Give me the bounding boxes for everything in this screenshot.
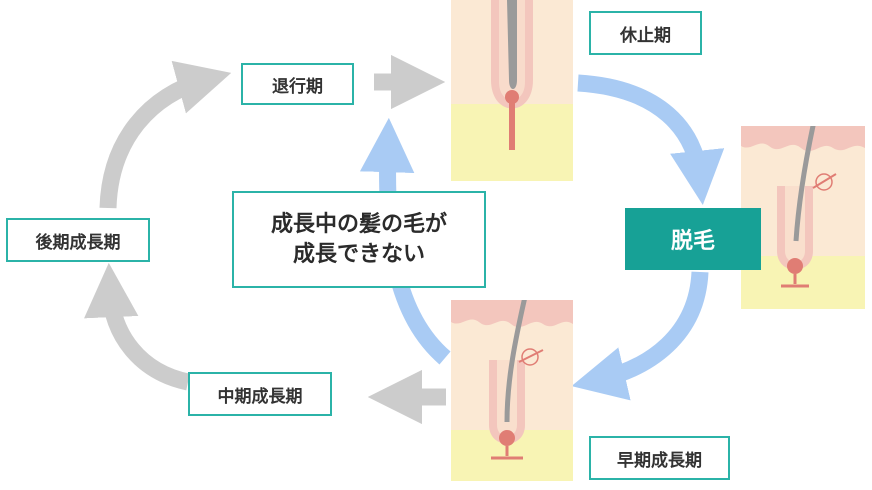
stage-label-mid-growth: 中期成長期 [188,372,332,416]
arrow-removal-to-early [571,271,709,401]
note-line-2: 成長できない [292,241,425,267]
growth-blocked-note: 成長中の髪の毛が 成長できない [232,191,486,288]
early-growth-follicle-illustration [451,300,573,481]
stage-label-regression: 退行期 [241,63,354,105]
arrow-resting-to-removal [577,74,725,206]
resting-follicle-illustration [451,0,573,181]
stage-label-resting: 休止期 [589,11,702,55]
stage-label-early-growth: 早期成長期 [589,436,730,480]
arrow-late-to-regression [99,60,232,209]
note-line-1: 成長中の髪の毛が [270,211,447,237]
removal-follicle-illustration [741,126,865,309]
arrow-mid-to-late [84,262,191,391]
hair-removal-label: 脱毛 [625,208,761,270]
stage-label-late-growth: 後期成長期 [6,218,150,262]
